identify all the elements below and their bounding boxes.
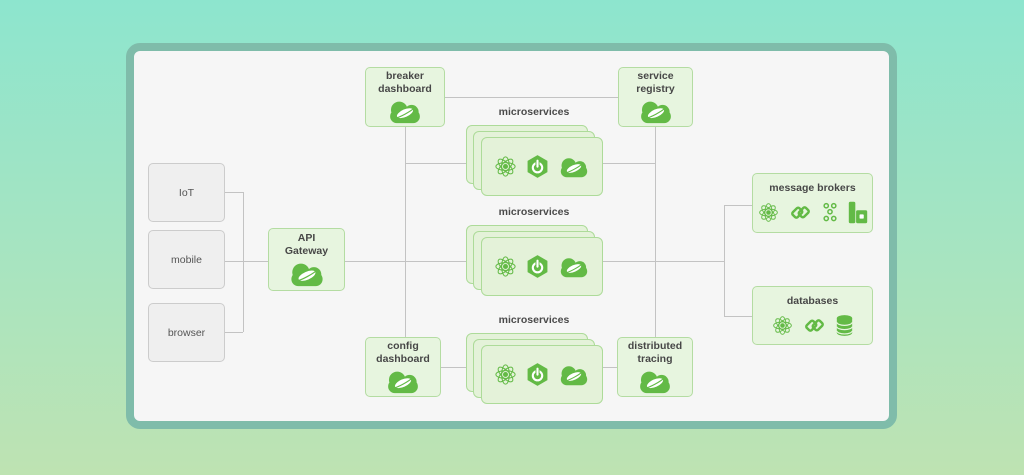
broker-icons-row (757, 201, 868, 224)
spring-cloud-icon (557, 364, 591, 386)
node-label: databases (786, 294, 839, 307)
connector-line (243, 192, 244, 332)
microservices-label: microservices (498, 206, 570, 218)
api-gateway-node: API Gateway (268, 228, 345, 291)
connector-line (724, 205, 752, 206)
node-label-line1: distributed (627, 339, 683, 352)
distributed-tracing-node: distributed tracing (617, 337, 693, 397)
molecule-icon (821, 201, 839, 224)
microservice-card (481, 137, 603, 196)
spring-cloud-icon (636, 369, 674, 394)
link-icon (803, 314, 826, 337)
connector-line (405, 163, 485, 164)
spring-boot-icon (525, 254, 550, 279)
spring-cloud-icon (557, 156, 591, 178)
node-label-line2: Gateway (284, 245, 329, 257)
connector-line (655, 127, 656, 337)
microservices-stack (466, 225, 606, 299)
microservices-label: microservices (498, 106, 570, 118)
connector-line (405, 127, 406, 337)
connector-line (603, 163, 655, 164)
spring-cloud-icon (386, 99, 424, 124)
connector-line (225, 332, 243, 333)
rabbitmq-icon (848, 201, 868, 224)
atom-icon (493, 154, 518, 179)
node-label-line1: API (297, 231, 316, 244)
connector-line (445, 97, 618, 98)
spring-cloud-icon (384, 369, 422, 394)
client-box-mobile: mobile (148, 230, 225, 289)
databases-node: databases (752, 286, 873, 345)
connector-line (724, 316, 752, 317)
node-label-line2: tracing (637, 353, 673, 365)
atom-icon (493, 362, 518, 387)
microservices-stack (466, 333, 606, 407)
message-brokers-node: message brokers (752, 173, 873, 233)
atom-icon (757, 201, 780, 224)
breaker-dashboard-node: breaker dashboard (365, 67, 445, 127)
node-label-line2: registry (636, 83, 675, 95)
service-registry-node: service registry (618, 67, 693, 127)
client-box-browser: browser (148, 303, 225, 362)
node-label-line1: breaker (386, 69, 424, 82)
connector-line (345, 261, 485, 262)
node-label-line1: service (637, 69, 674, 82)
connector-line (225, 192, 243, 193)
spring-boot-icon (525, 154, 550, 179)
node-label: message brokers (769, 182, 856, 194)
connector-line (603, 367, 617, 368)
connector-line (441, 367, 485, 368)
microservice-card (481, 237, 603, 296)
node-label-line1: config (387, 339, 419, 352)
link-icon (789, 201, 812, 224)
connector-line (603, 261, 724, 262)
database-icon (835, 314, 854, 337)
node-label-line2: dashboard (378, 83, 432, 95)
spring-cloud-icon (637, 99, 675, 124)
client-label: browser (167, 326, 206, 339)
config-dashboard-node: config dashboard (365, 337, 441, 397)
spring-boot-icon (525, 362, 550, 387)
atom-icon (493, 254, 518, 279)
client-label: IoT (178, 186, 195, 199)
connector-line (225, 261, 268, 262)
microservice-card (481, 345, 603, 404)
node-label-line2: dashboard (376, 353, 430, 365)
microservices-label: microservices (498, 314, 570, 326)
client-label: mobile (171, 253, 202, 266)
database-icons-row (771, 314, 854, 337)
atom-icon (771, 314, 794, 337)
microservices-stack (466, 125, 606, 199)
spring-cloud-icon (287, 261, 327, 287)
spring-cloud-icon (557, 256, 591, 278)
client-box-iot: IoT (148, 163, 225, 222)
connector-line (724, 205, 725, 316)
